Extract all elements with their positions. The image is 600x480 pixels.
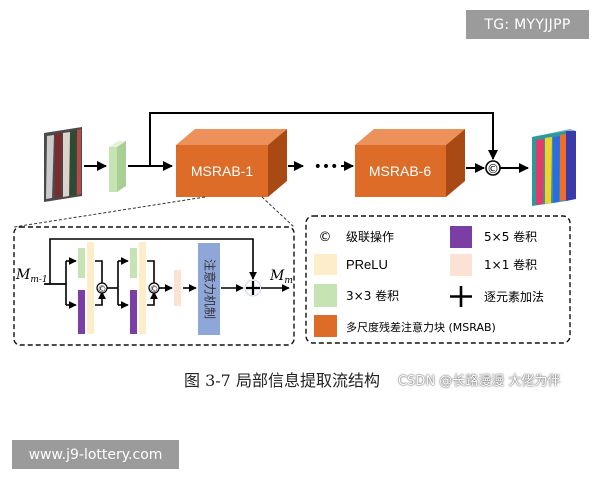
concat-node-2-symbol: © — [150, 285, 159, 295]
legend-add-icon — [450, 286, 472, 307]
legend-add-label: 逐元素加法 — [484, 290, 544, 304]
msrab-1-block — [176, 129, 287, 197]
input-conv-slab — [109, 141, 126, 192]
conv1-block — [174, 270, 181, 306]
concat-node-1-symbol: © — [98, 285, 107, 295]
prelu-block-2 — [87, 284, 94, 334]
conv3-block-2 — [130, 248, 137, 278]
prelu-block-3 — [139, 242, 146, 284]
msrab-1-label: MSRAB-1 — [191, 163, 253, 179]
attention-block — [198, 243, 220, 335]
legend-conv3-label: 3×3 卷积 — [346, 288, 399, 303]
conv3-block-1 — [78, 248, 85, 278]
legend-panel — [305, 215, 571, 344]
csdn-watermark: CSDN @长路漫漫 大佬为伴 — [398, 374, 561, 389]
conv5-block-2 — [130, 290, 137, 334]
legend-concat-label: 级联操作 — [346, 229, 394, 244]
msrab-6-label: MSRAB-6 — [369, 163, 431, 179]
legend-conv3-swatch — [314, 284, 337, 307]
bottom-watermark: www.j9-lottery.com — [12, 440, 179, 469]
prelu-block-4 — [139, 284, 146, 334]
output-feature-map — [532, 129, 576, 206]
legend-conv1-label: 1×1 卷积 — [484, 257, 537, 272]
conv5-block-1 — [78, 290, 85, 334]
legend-conv5-label: 5×5 卷积 — [484, 229, 537, 244]
output-label: Mm — [269, 268, 293, 286]
figure-caption: 图 3-7 局部信息提取流结构 — [184, 371, 380, 390]
attention-label: 注意力机制 — [203, 259, 218, 319]
legend-conv1-swatch — [450, 254, 472, 276]
legend-concat-symbol: © — [319, 230, 332, 245]
ellipsis-dots: ••• — [314, 159, 339, 175]
input-label: Mm-1 — [15, 267, 48, 285]
msrab-6-block — [355, 129, 465, 197]
legend-msrab-swatch — [314, 315, 337, 337]
legend-msrab-label: 多尺度残差注意力块 (MSRAB) — [346, 320, 496, 334]
prelu-block-1 — [87, 242, 94, 284]
legend-prelu-swatch — [314, 254, 337, 275]
concat-node-symbol: © — [487, 162, 499, 176]
top-watermark: TG: MYYJJPP — [466, 10, 589, 39]
input-image — [44, 127, 82, 202]
detail-panel — [13, 226, 295, 346]
legend-conv5-swatch — [450, 226, 472, 248]
legend-prelu-label: PReLU — [346, 257, 388, 272]
